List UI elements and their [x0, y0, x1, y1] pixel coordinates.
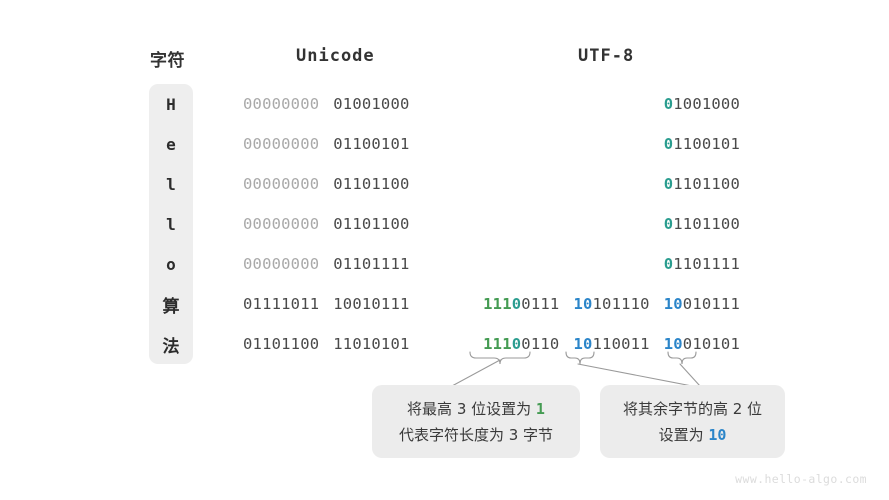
unicode-row: 00000000 01100101: [243, 124, 410, 164]
unicode-byte: 01101111: [333, 255, 410, 273]
unicode-byte: 00000000: [243, 215, 320, 233]
utf8-bits-dark: 1001000: [673, 95, 740, 113]
character-cell: o: [166, 254, 176, 274]
utf8-byte: 01101111: [664, 255, 740, 273]
utf8-bits-dark: 0110: [521, 335, 560, 353]
utf8-byte: 01100101: [664, 135, 740, 153]
unicode-byte: 10010111: [333, 295, 410, 313]
character-cell: e: [166, 134, 176, 154]
column-header-unicode: Unicode: [296, 46, 375, 66]
unicode-row: 00000000 01001000: [243, 84, 410, 124]
utf8-byte: 01001000: [664, 95, 740, 113]
utf8-row: 01101100: [664, 204, 740, 244]
note-box-leading-bits: 将最高 3 位设置为 1 代表字符长度为 3 字节: [372, 385, 580, 458]
unicode-row: 01111011 10010111: [243, 284, 410, 324]
utf8-bits-dark: 110011: [592, 335, 650, 353]
utf8-bits-blue: 10: [573, 335, 593, 353]
unicode-byte: 00000000: [243, 175, 320, 193]
unicode-byte: 00000000: [243, 255, 320, 273]
unicode-byte: 01101100: [333, 215, 410, 233]
utf8-byte: 01101100: [664, 215, 740, 233]
utf8-bits-blue: 10: [663, 335, 683, 353]
utf8-bits-teal: 0: [663, 175, 674, 193]
utf8-bits-dark: 010111: [682, 295, 740, 313]
note-left-line-2: 代表字符长度为 3 字节: [398, 425, 554, 444]
character-cell: l: [166, 214, 176, 234]
unicode-byte: 01101100: [333, 175, 410, 193]
note-right-line-2-text: 设置为: [658, 425, 709, 444]
utf8-byte: 01101100: [664, 175, 740, 193]
utf8-bits-teal: 0: [511, 335, 522, 353]
utf8-bits-teal: 0: [663, 255, 674, 273]
note-left-highlight: 1: [535, 399, 545, 418]
utf8-byte: 10110011: [573, 335, 649, 353]
utf8-byte: 10010101: [664, 335, 740, 353]
utf8-bits-green: 111: [483, 295, 512, 313]
utf8-byte: 11100110: [483, 335, 559, 353]
note-left-line-1: 将最高 3 位设置为 1: [407, 396, 545, 422]
unicode-byte: 11010101: [333, 335, 410, 353]
utf8-row: 01101100: [664, 164, 740, 204]
unicode-byte: 00000000: [243, 135, 320, 153]
utf8-bits-dark: 101110: [592, 295, 650, 313]
unicode-byte: 01100101: [333, 135, 410, 153]
unicode-row: 00000000 01101100: [243, 204, 410, 244]
character-cell: H: [166, 94, 176, 114]
utf8-byte: 10010111: [664, 295, 740, 313]
column-header-utf8: UTF-8: [578, 46, 635, 66]
utf8-row: 01001000: [664, 84, 740, 124]
utf8-bits-dark: 0111: [521, 295, 560, 313]
unicode-byte: 01101100: [243, 335, 320, 353]
unicode-byte: 00000000: [243, 95, 320, 113]
utf8-bits-teal: 0: [663, 215, 674, 233]
utf8-bits-dark: 1100101: [673, 135, 740, 153]
unicode-row: 00000000 01101111: [243, 244, 410, 284]
watermark: www.hello-algo.com: [735, 472, 867, 486]
utf8-bits-teal: 0: [511, 295, 522, 313]
character-cell: 法: [162, 336, 180, 357]
note-right-line-1: 将其余字节的高 2 位: [622, 399, 763, 418]
utf8-bits-dark: 1101100: [673, 175, 740, 193]
utf8-byte: 10101110: [573, 295, 649, 313]
unicode-byte: 01001000: [333, 95, 410, 113]
note-right-highlight: 10: [708, 425, 727, 444]
utf8-bits-teal: 0: [663, 135, 674, 153]
column-header-character: 字符: [150, 51, 185, 71]
utf8-bits-blue: 10: [663, 295, 683, 313]
note-box-continuation-bits: 将其余字节的高 2 位 设置为 10: [600, 385, 785, 458]
character-cell: 算: [162, 296, 180, 317]
unicode-row: 01101100 11010101: [243, 324, 410, 364]
note-right-line-2: 设置为 10: [659, 422, 727, 448]
utf8-row: 01101111: [664, 244, 740, 284]
unicode-row: 00000000 01101100: [243, 164, 410, 204]
utf8-bits-green: 111: [483, 335, 512, 353]
utf8-row: 01100101: [664, 124, 740, 164]
utf8-bits-dark: 010101: [682, 335, 740, 353]
unicode-byte: 01111011: [243, 295, 320, 313]
utf8-bits-blue: 10: [573, 295, 593, 313]
character-cell: l: [166, 174, 176, 194]
note-left-line-1-text: 将最高 3 位设置为: [407, 399, 536, 418]
utf8-bits-dark: 1101111: [673, 255, 740, 273]
utf8-byte: 11100111: [483, 295, 559, 313]
utf8-bits-teal: 0: [663, 95, 674, 113]
utf8-bits-dark: 1101100: [673, 215, 740, 233]
